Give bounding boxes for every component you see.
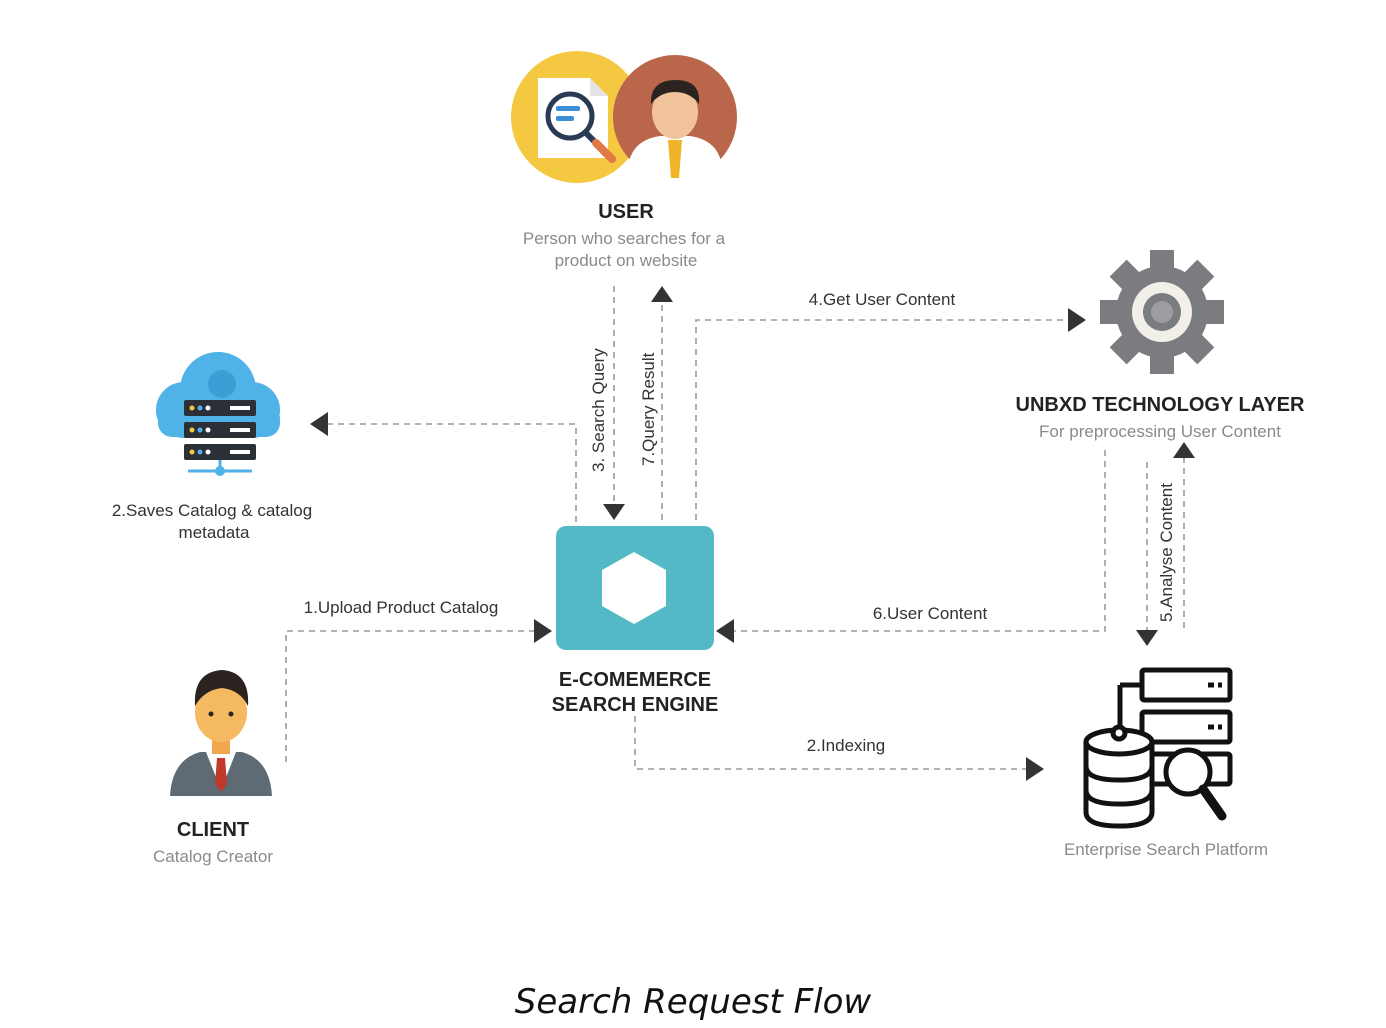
user-content-connector	[716, 450, 1106, 643]
client-description: Catalog Creator	[153, 847, 273, 866]
user-content-label: 6.User Content	[873, 604, 988, 623]
get-user-content-label: 4.Get User Content	[809, 290, 956, 309]
analyse-content-connector	[1136, 442, 1195, 646]
engine-title-line-2: SEARCH ENGINE	[552, 694, 719, 716]
unbxd-node: UNBXD TECHNOLOGY LAYER For preprocessing…	[1016, 250, 1305, 441]
platform-description: Enterprise Search Platform	[1064, 840, 1268, 859]
engine-title-line-1: E-COMEMERCE	[559, 669, 711, 691]
search-engine-hexagon-icon	[556, 526, 714, 650]
get-user-content-connector	[695, 308, 1086, 520]
diagram-caption: Search Request Flow	[514, 982, 872, 1022]
save-catalog-connector	[310, 412, 577, 522]
client-avatar-icon	[170, 670, 272, 796]
cloud-server-icon	[156, 352, 280, 476]
storage-label-line-1: 2.Saves Catalog & catalog	[112, 501, 312, 520]
client-node: CLIENT Catalog Creator	[153, 670, 273, 866]
analyse-content-label: 5.Analyse Content	[1157, 483, 1176, 622]
upload-catalog-connector	[285, 619, 552, 762]
indexing-connector	[634, 716, 1044, 781]
query-result-label: 7.Query Result	[639, 352, 658, 466]
database-search-icon	[1083, 667, 1233, 829]
search-query-connector	[603, 286, 625, 520]
user-node: USER Person who searches for a product o…	[511, 51, 737, 270]
platform-node: Enterprise Search Platform	[1064, 667, 1268, 859]
client-title: CLIENT	[177, 819, 249, 841]
engine-node: E-COMEMERCE SEARCH ENGINE	[552, 526, 719, 716]
user-description-line-1: Person who searches for a	[523, 229, 726, 248]
user-avatar-icon	[613, 55, 737, 182]
gear-icon	[1100, 250, 1224, 374]
unbxd-description: For preprocessing User Content	[1039, 422, 1281, 441]
indexing-label: 2.Indexing	[807, 736, 885, 755]
storage-label-line-2: metadata	[179, 523, 250, 542]
search-query-label: 3. Search Query	[589, 348, 608, 472]
user-description-line-2: product on website	[555, 251, 698, 270]
storage-node: 2.Saves Catalog & catalog metadata	[112, 352, 312, 542]
unbxd-title: UNBXD TECHNOLOGY LAYER	[1016, 394, 1305, 416]
user-title: USER	[598, 201, 654, 223]
upload-catalog-label: 1.Upload Product Catalog	[304, 598, 499, 617]
query-result-connector	[651, 286, 673, 520]
search-document-icon	[511, 51, 643, 183]
